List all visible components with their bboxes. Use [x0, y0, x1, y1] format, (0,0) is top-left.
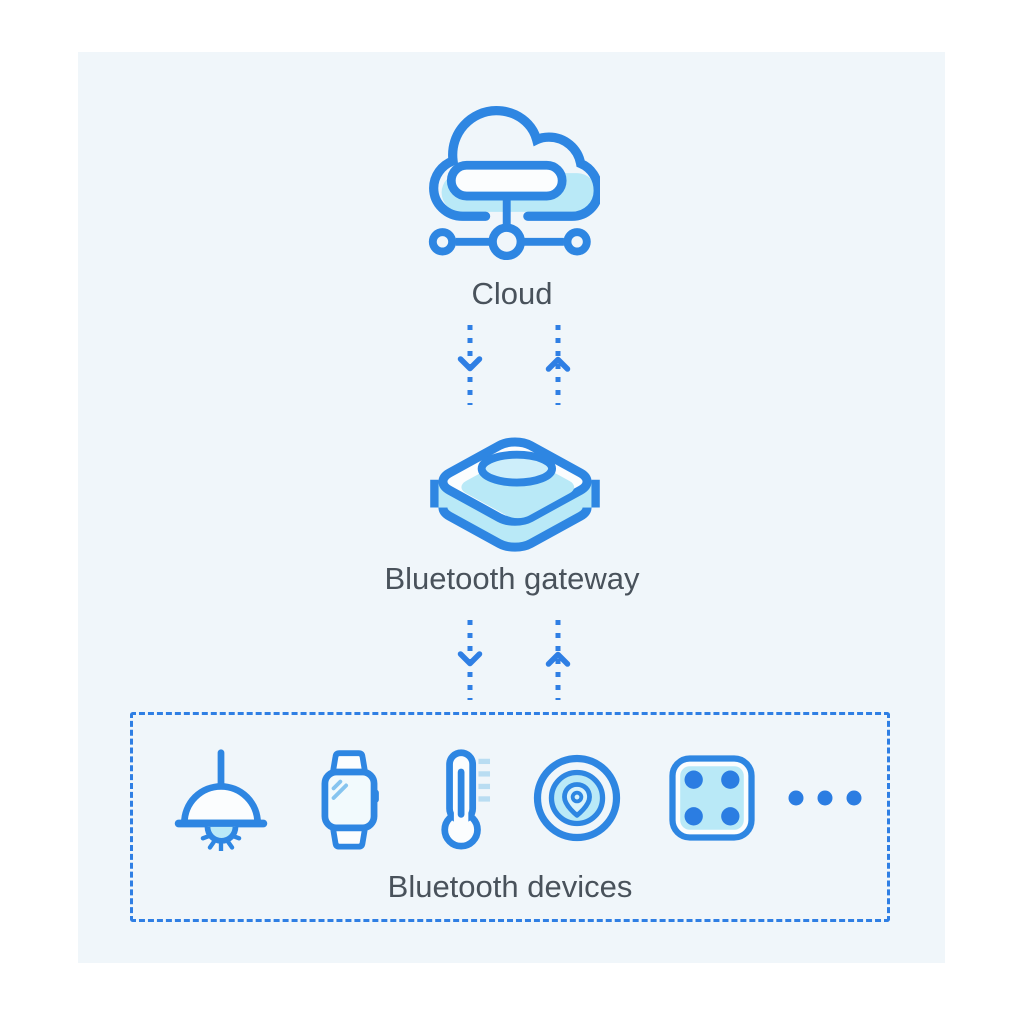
ellipsis-more-icon [788, 790, 862, 806]
sensor-dice-icon [669, 755, 755, 841]
cloud-label: Cloud [471, 276, 553, 311]
down-arrow [457, 620, 483, 700]
beacon-icon [533, 754, 621, 842]
up-arrow [545, 325, 571, 405]
up-arrow [545, 620, 571, 700]
gateway-label: Bluetooth gateway [384, 561, 640, 596]
thermometer-icon [441, 749, 491, 850]
devices-label: Bluetooth devices [387, 869, 633, 904]
smartwatch-icon [321, 750, 379, 850]
iot-gateway-box-icon [430, 426, 600, 565]
bluetooth-devices-box: Bluetooth devices [130, 712, 890, 922]
diagram-panel: Cloud Bluetooth gateway [78, 52, 945, 963]
pendant-lamp-icon [174, 749, 268, 851]
cloud-network-icon [428, 106, 600, 261]
down-arrow [457, 325, 483, 405]
